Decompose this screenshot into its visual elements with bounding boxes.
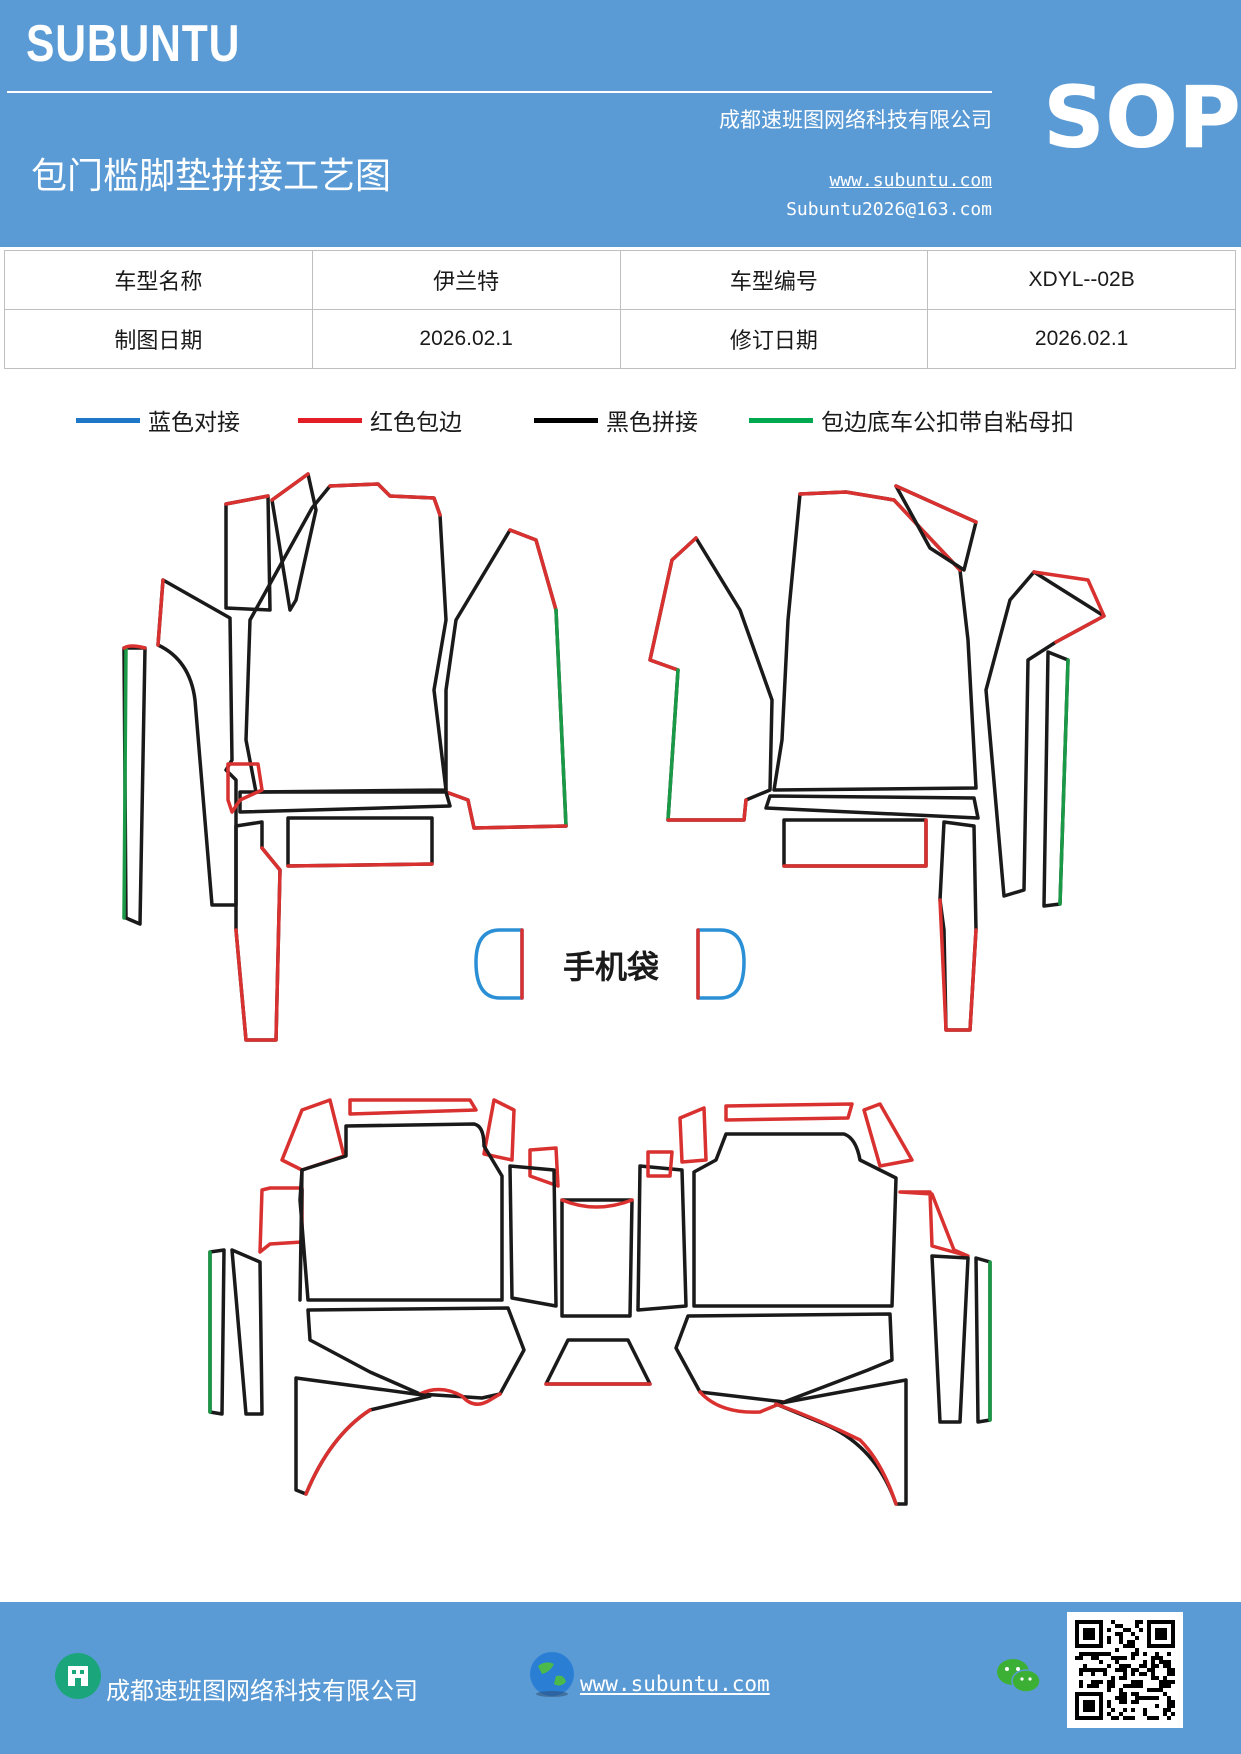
legend-swatch-black bbox=[534, 417, 598, 423]
revision-date-value: 2026.02.1 bbox=[927, 309, 1236, 369]
legend-swatch-red bbox=[298, 417, 362, 423]
legend-item-black: 黑色拼接 bbox=[534, 400, 698, 440]
legend-label: 蓝色对接 bbox=[148, 410, 240, 436]
legend-label: 包边底车公扣带自粘母扣 bbox=[821, 410, 1074, 436]
legend-label: 红色包边 bbox=[370, 410, 462, 436]
page-title: 包门槛脚垫拼接工艺图 bbox=[31, 156, 392, 197]
phone-pocket: 手机袋 bbox=[474, 928, 746, 1000]
header-divider bbox=[7, 91, 992, 93]
globe-icon bbox=[530, 1652, 574, 1697]
legend-item-green: 包边底车公扣带自粘母扣 bbox=[749, 400, 1074, 440]
sop-badge: SOP bbox=[1043, 68, 1241, 168]
footer-website-link[interactable]: www.subuntu.com bbox=[580, 1672, 770, 1696]
legend-label: 黑色拼接 bbox=[606, 410, 698, 436]
model-name-value: 伊兰特 bbox=[311, 250, 621, 310]
color-legend: 蓝色对接 红色包边 黑色拼接 包边底车公扣带自粘母扣 bbox=[0, 400, 1241, 440]
rear-mat bbox=[208, 1098, 992, 1506]
model-code-label: 车型编号 bbox=[619, 250, 929, 310]
building-icon bbox=[55, 1653, 101, 1699]
wechat-icon bbox=[997, 1659, 1041, 1693]
front-right-mat bbox=[648, 484, 1106, 1032]
front-left-mat bbox=[122, 472, 568, 1042]
header-company-name: 成都速班图网络科技有限公司 bbox=[719, 108, 992, 132]
legend-item-blue: 蓝色对接 bbox=[76, 400, 240, 440]
header-banner: SUBUNTU 成都速班图网络科技有限公司 包门槛脚垫拼接工艺图 www.sub… bbox=[0, 0, 1241, 247]
brand-logo: SUBUNTU bbox=[26, 15, 241, 73]
header-website-link[interactable]: www.subuntu.com bbox=[829, 170, 992, 191]
footer-company-name: 成都速班图网络科技有限公司 bbox=[106, 1677, 418, 1705]
info-table: 车型名称 伊兰特 车型编号 XDYL--02B 制图日期 2026.02.1 修… bbox=[4, 250, 1236, 369]
floor-mat-diagram: 手机袋 bbox=[122, 472, 1106, 1506]
legend-swatch-blue bbox=[76, 417, 140, 423]
model-code-value: XDYL--02B bbox=[927, 250, 1236, 310]
footer-banner: 成都速班图网络科技有限公司 www.subuntu.com bbox=[0, 1602, 1241, 1754]
drawing-date-label: 制图日期 bbox=[4, 309, 313, 369]
table-row: 制图日期 2026.02.1 修订日期 2026.02.1 bbox=[4, 309, 1236, 369]
model-name-label: 车型名称 bbox=[4, 250, 313, 310]
header-email: Subuntu2026@163.com bbox=[786, 199, 992, 220]
qr-code-pattern bbox=[1075, 1620, 1175, 1720]
phone-pocket-label: 手机袋 bbox=[563, 948, 659, 986]
legend-item-red: 红色包边 bbox=[298, 400, 462, 440]
revision-date-label: 修订日期 bbox=[619, 309, 929, 369]
drawing-date-value: 2026.02.1 bbox=[311, 309, 621, 369]
table-row: 车型名称 伊兰特 车型编号 XDYL--02B bbox=[4, 250, 1236, 310]
qr-code bbox=[1067, 1612, 1183, 1728]
legend-swatch-green bbox=[749, 417, 813, 423]
